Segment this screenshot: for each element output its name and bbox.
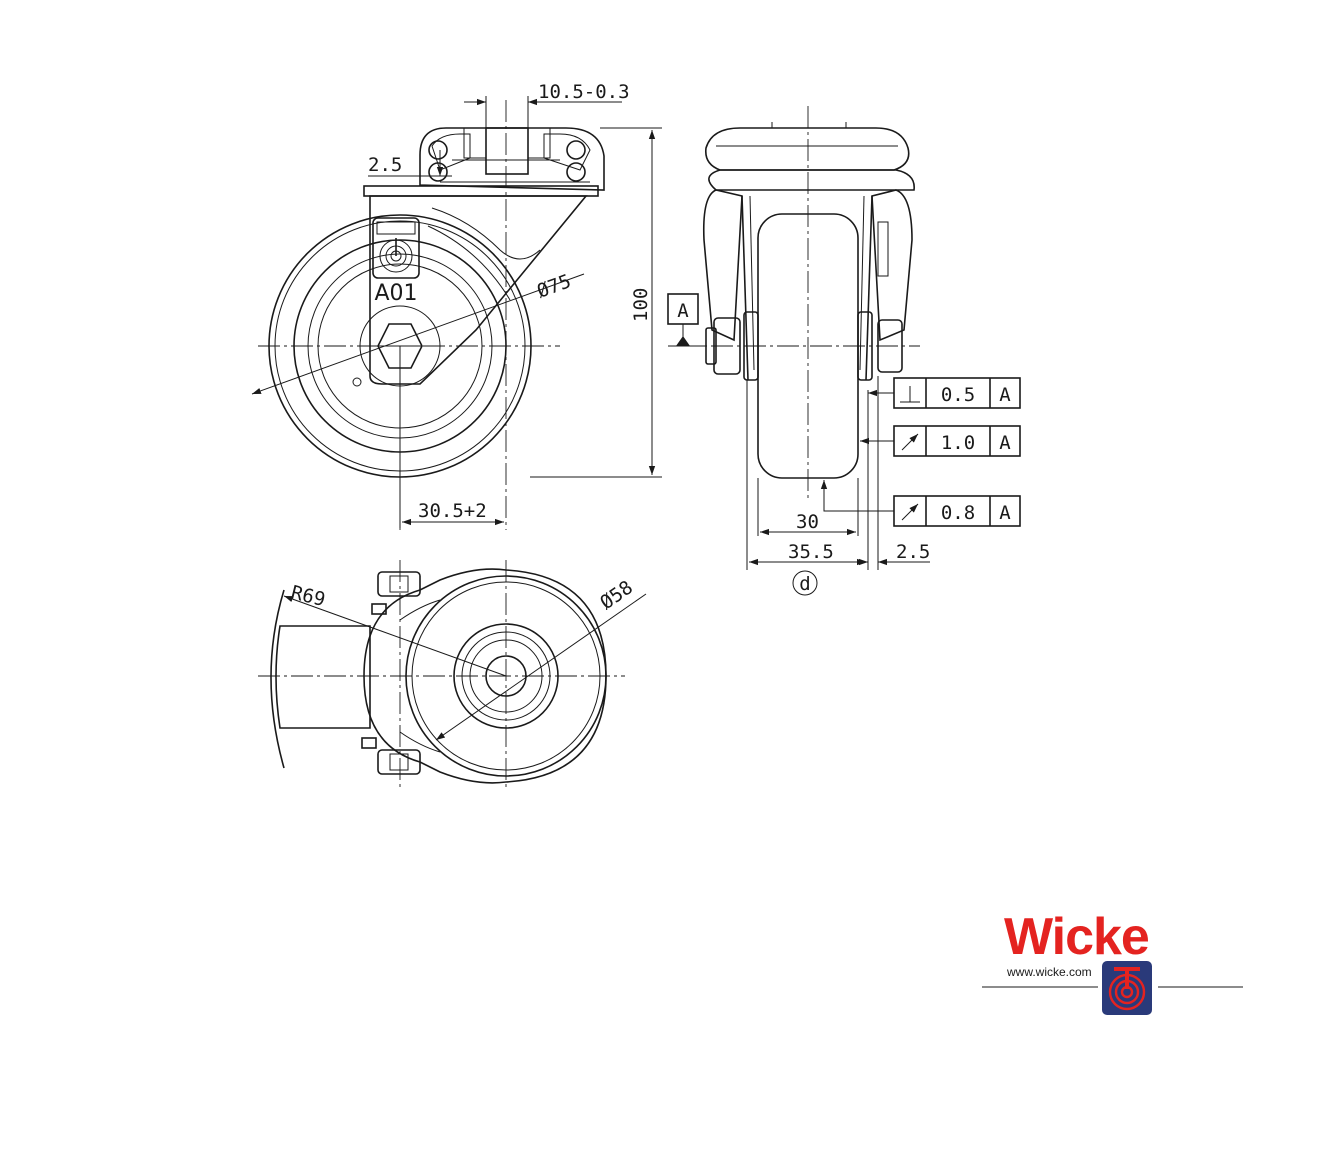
dim-offset: 30.5+2: [418, 500, 487, 522]
swivel-head: [419, 127, 605, 191]
logo-brand: Wicke: [1004, 908, 1149, 966]
dim-total-height: 100: [630, 288, 652, 322]
wicke-stamp: Wicke: [372, 217, 420, 279]
dim-wheel-width: 30: [796, 511, 819, 533]
dim-wheel-diameter: Ø75: [534, 270, 574, 302]
side-view: A 0.5 A 1.0 A 0.8: [667, 106, 1021, 596]
tol-1-datum: A: [999, 384, 1011, 406]
tol-3-datum: A: [999, 502, 1011, 524]
hub-label: d: [799, 573, 810, 595]
dim-hub-diameter: Ø58: [596, 576, 637, 614]
tol-1-value: 0.5: [941, 384, 975, 406]
datum-label: A: [677, 300, 689, 322]
dim-hub-length: 35.5: [788, 541, 834, 563]
stamp-text: Wicke: [382, 224, 411, 235]
tol-3-value: 0.8: [941, 502, 975, 524]
tol-2-value: 1.0: [941, 432, 975, 454]
tolerance-runout-2: 0.8 A: [820, 480, 1021, 527]
mounting-plate: [363, 185, 599, 197]
wicke-logo: Wicke www.wicke.com: [982, 908, 1243, 1015]
tolerance-runout-1: 1.0 A: [860, 425, 1021, 457]
logo-url: www.wicke.com: [1006, 965, 1092, 979]
tolerance-perpendicularity: 0.5 A: [868, 377, 1021, 409]
dim-spacer: 2.5: [896, 541, 930, 563]
dim-stem-width: 10.5-0.3: [538, 81, 630, 103]
fork-bracket: [369, 195, 588, 385]
top-view: R69 Ø58: [258, 560, 647, 790]
tol-2-datum: A: [999, 432, 1011, 454]
dim-plate-thickness: 2.5: [368, 154, 402, 176]
logo-emblem: [1102, 961, 1152, 1015]
part-code: A01: [374, 281, 417, 306]
front-view: Wicke A01 Ø75 10.5-0.3 2.5 100: [251, 81, 662, 530]
dim-swivel-radius: R69: [289, 582, 328, 612]
